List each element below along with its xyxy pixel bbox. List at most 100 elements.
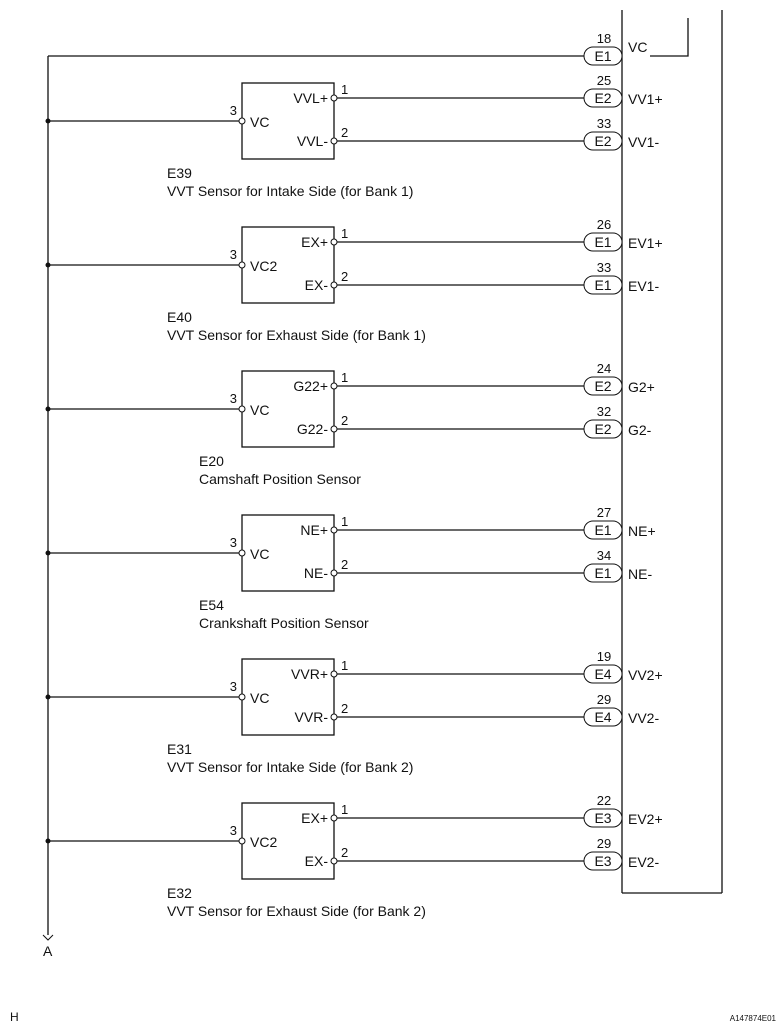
sensor-pin-number: 2	[341, 557, 348, 572]
sensor-pin-number: 1	[341, 226, 348, 241]
sensor-power-pin-number: 3	[230, 103, 237, 118]
ecm-connector-label: E4	[594, 666, 611, 682]
ecm-pin-number: 29	[597, 692, 611, 707]
ecm-connector-label: E2	[594, 90, 611, 106]
sensor-name: Crankshaft Position Sensor	[199, 615, 369, 631]
ecm-terminal-label: NE+	[628, 523, 656, 539]
sensor-pin-terminal	[330, 382, 338, 390]
vc-connector-label: E1	[594, 48, 611, 64]
ecm-connector-label: E4	[594, 709, 611, 725]
sensor-pin-label: G22-	[297, 421, 328, 437]
ecm-pin-number: 24	[597, 361, 611, 376]
sensor-pin-terminal	[330, 713, 338, 721]
sensor-pin-label: EX-	[305, 277, 329, 293]
footer-left-label: H	[10, 1010, 19, 1024]
sensor-pin-terminal	[330, 526, 338, 534]
ecm-connector-label: E2	[594, 378, 611, 394]
sensor-pin-label: VVL-	[297, 133, 328, 149]
ecm-terminal-label: NE-	[628, 566, 652, 582]
sensor-power-pin-label: VC2	[250, 834, 277, 850]
sensor-power-pin-number: 3	[230, 535, 237, 550]
sensor-pin-number: 1	[341, 82, 348, 97]
sensor-pin-label: EX+	[301, 810, 328, 826]
sensor-pin-number: 1	[341, 658, 348, 673]
sensor-power-terminal	[238, 693, 246, 701]
sensor-power-pin-number: 3	[230, 823, 237, 838]
sensor-pin-number: 2	[341, 413, 348, 428]
ecm-pin-number: 27	[597, 505, 611, 520]
sensor-power-terminal	[238, 117, 246, 125]
bus-label: A	[43, 943, 53, 959]
ecm-connector-badge	[583, 232, 623, 252]
ecm-pin-number: 34	[597, 548, 611, 563]
ecm-connector-badge	[583, 376, 623, 396]
sensor-code: E40	[167, 309, 192, 325]
vc-loop-wire	[650, 18, 689, 57]
sensor-power-pin-number: 3	[230, 679, 237, 694]
sensor-power-terminal	[238, 261, 246, 269]
sensor-pin-label: VVL+	[293, 90, 328, 106]
sensor-pin-terminal	[330, 857, 338, 865]
ecm-connector-label: E2	[594, 421, 611, 437]
sensor-pin-terminal	[330, 425, 338, 433]
sensor-pin-terminal	[330, 94, 338, 102]
ecm-terminal-label: G2-	[628, 422, 652, 438]
sensor-pin-label: NE-	[304, 565, 328, 581]
sensor-pin-number: 2	[341, 845, 348, 860]
sensor-name: Camshaft Position Sensor	[199, 471, 361, 487]
sensor-power-pin-label: VC	[250, 402, 269, 418]
sensor-code: E31	[167, 741, 192, 757]
sensor-pin-terminal	[330, 238, 338, 246]
ecm-connector-badge	[583, 131, 623, 151]
ecm-connector-badge	[583, 808, 623, 828]
ecm-terminal-label: VV1-	[628, 134, 659, 150]
ecm-connector-badge	[583, 419, 623, 439]
ecm-connector-label: E3	[594, 853, 611, 869]
ecm-connector-label: E1	[594, 277, 611, 293]
ecm-pin-number: 26	[597, 217, 611, 232]
sensor-pin-terminal	[330, 569, 338, 577]
sensor-power-pin-number: 3	[230, 391, 237, 406]
ecm-connector-label: E1	[594, 234, 611, 250]
ecm-terminal-label: EV1+	[628, 235, 663, 251]
sensor-name: VVT Sensor for Intake Side (for Bank 2)	[167, 759, 413, 775]
ecm-terminal-label: G2+	[628, 379, 655, 395]
sensor-name: VVT Sensor for Intake Side (for Bank 1)	[167, 183, 413, 199]
ecm-connector-label: E1	[594, 522, 611, 538]
sensor-power-terminal	[238, 405, 246, 413]
ecm-terminal-label: VV1+	[628, 91, 663, 107]
sensor-name: VVT Sensor for Exhaust Side (for Bank 2)	[167, 903, 426, 919]
sensor-pin-label: VVR-	[295, 709, 329, 725]
ecm-connector-badge	[583, 88, 623, 108]
sensor-power-terminal	[238, 837, 246, 845]
ecm-pin-number: 29	[597, 836, 611, 851]
ecm-connector-label: E1	[594, 565, 611, 581]
ecm-connector-label: E3	[594, 810, 611, 826]
sensor-power-pin-label: VC	[250, 546, 269, 562]
sensor-name: VVT Sensor for Exhaust Side (for Bank 1)	[167, 327, 426, 343]
ecm-terminal-label: VV2-	[628, 710, 659, 726]
sensor-pin-label: EX-	[305, 853, 329, 869]
ecm-terminal-label: EV1-	[628, 278, 659, 294]
sensor-pin-label: EX+	[301, 234, 328, 250]
sensor-pin-terminal	[330, 814, 338, 822]
sensor-power-pin-number: 3	[230, 247, 237, 262]
ecm-pin-number: 22	[597, 793, 611, 808]
sensor-pin-number: 1	[341, 370, 348, 385]
footer-figure-id: A147874E01	[730, 1014, 777, 1023]
ecm-pin-number: 25	[597, 73, 611, 88]
ecm-connector-badge	[583, 520, 623, 540]
ecm-connector-badge	[583, 563, 623, 583]
ecm-connector-badge	[583, 275, 623, 295]
ecm-pin-number: 33	[597, 260, 611, 275]
sensor-code: E54	[199, 597, 224, 613]
sensor-code: E20	[199, 453, 224, 469]
ecm-connector-badge	[583, 664, 623, 684]
ecm-pin-number: 19	[597, 649, 611, 664]
sensor-pin-terminal	[330, 137, 338, 145]
sensor-power-pin-label: VC2	[250, 258, 277, 274]
ecm-terminal-label: VV2+	[628, 667, 663, 683]
sensor-pin-label: NE+	[300, 522, 328, 538]
